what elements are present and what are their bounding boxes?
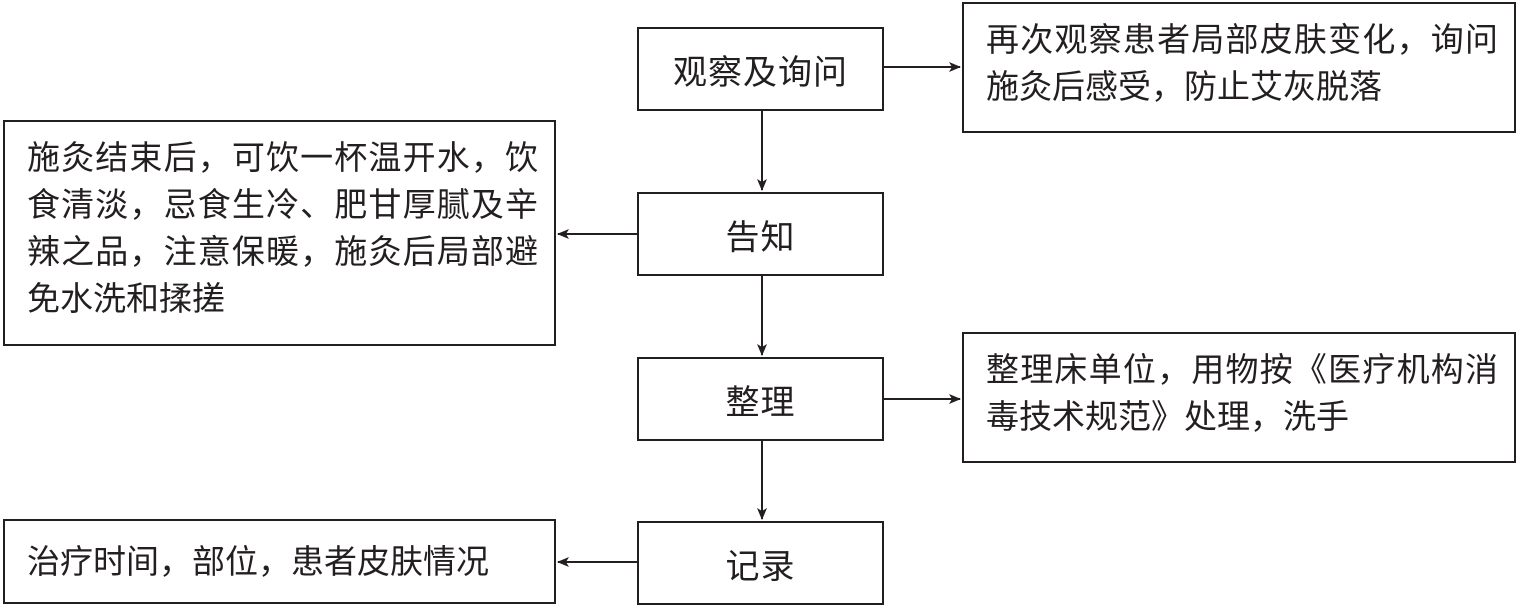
- step-record-box: 记录: [637, 521, 884, 605]
- step-tidy-label: 整理: [725, 382, 796, 423]
- note-observe-text: 再次观察患者局部皮肤变化，询问施灸后感受，防止艾灰脱落: [986, 20, 1498, 106]
- note-record-text: 治疗时间，部位，患者皮肤情况: [27, 542, 489, 581]
- step-tidy-box: 整理: [637, 357, 884, 441]
- note-observe-box: 再次观察患者局部皮肤变化，询问施灸后感受，防止艾灰脱落: [962, 2, 1516, 133]
- note-record-box: 治疗时间，部位，患者皮肤情况: [3, 519, 556, 604]
- step-inform-box: 告知: [637, 192, 884, 276]
- step-observe-box: 观察及询问: [637, 27, 884, 111]
- note-inform-text: 施灸结束后，可饮一杯温开水，饮食清淡，忌食生冷、肥甘厚腻及辛辣之品，注意保暖，施…: [27, 138, 538, 318]
- step-record-label: 记录: [725, 546, 796, 587]
- step-inform-label: 告知: [725, 217, 796, 258]
- note-inform-box: 施灸结束后，可饮一杯温开水，饮食清淡，忌食生冷、肥甘厚腻及辛辣之品，注意保暖，施…: [3, 120, 556, 346]
- note-tidy-box: 整理床单位，用物按《医疗机构消毒技术规范》处理，洗手: [962, 332, 1516, 463]
- step-observe-label: 观察及询问: [673, 52, 848, 93]
- note-tidy-text: 整理床单位，用物按《医疗机构消毒技术规范》处理，洗手: [986, 350, 1498, 436]
